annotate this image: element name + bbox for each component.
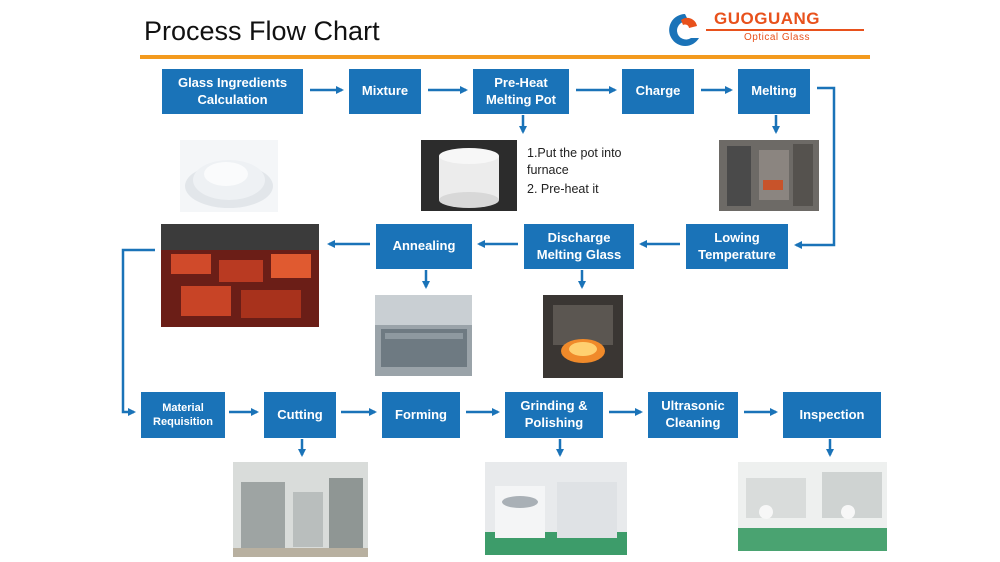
- logo-name: GUOGUANG: [714, 9, 820, 28]
- step-glass-ingredients: Glass Ingredients Calculation: [162, 69, 303, 114]
- logo-divider: [706, 29, 864, 31]
- note-line-2: furnace: [527, 162, 569, 177]
- step-mixture: Mixture: [349, 69, 421, 114]
- step-grinding-polishing: Grinding & Polishing: [505, 392, 603, 438]
- preheat-note: 1.Put the pot into furnace 2. Pre-heat i…: [527, 145, 622, 198]
- logo-subtitle: Optical Glass: [744, 32, 810, 43]
- step-ultrasonic-cleaning: Ultrasonic Cleaning: [648, 392, 738, 438]
- annealed-glass-photo: [161, 224, 319, 327]
- step-annealing: Annealing: [376, 224, 472, 269]
- ingredients-powder-photo: [180, 140, 278, 212]
- step-discharge: Discharge Melting Glass: [524, 224, 634, 269]
- step-melting: Melting: [738, 69, 810, 114]
- annealing-furnace-photo: [375, 295, 472, 376]
- page-title: Process Flow Chart: [144, 16, 380, 46]
- note-line-3: 2. Pre-heat it: [527, 181, 599, 196]
- arrow-glass-to-requisition: [121, 248, 155, 416]
- step-charge: Charge: [622, 69, 694, 114]
- grinding-polishing-photo: [485, 462, 627, 555]
- inspection-room-photo: [738, 462, 887, 551]
- discharge-glass-photo: [543, 295, 623, 378]
- step-preheat: Pre-Heat Melting Pot: [473, 69, 569, 114]
- step-forming: Forming: [382, 392, 460, 438]
- step-material-requisition: Material Requisition: [141, 392, 225, 438]
- melting-pot-photo: [421, 140, 517, 211]
- cutting-machine-photo: [233, 462, 368, 557]
- title-underline: [140, 55, 870, 59]
- arrow-melting-to-lowing: [794, 86, 836, 249]
- step-inspection: Inspection: [783, 392, 881, 438]
- note-line-1: 1.Put the pot into: [527, 146, 622, 160]
- step-cutting: Cutting: [264, 392, 336, 438]
- step-lowing-temperature: Lowing Temperature: [686, 224, 788, 269]
- melting-furnace-photo: [719, 140, 819, 211]
- guoguang-logo-icon: [669, 14, 699, 46]
